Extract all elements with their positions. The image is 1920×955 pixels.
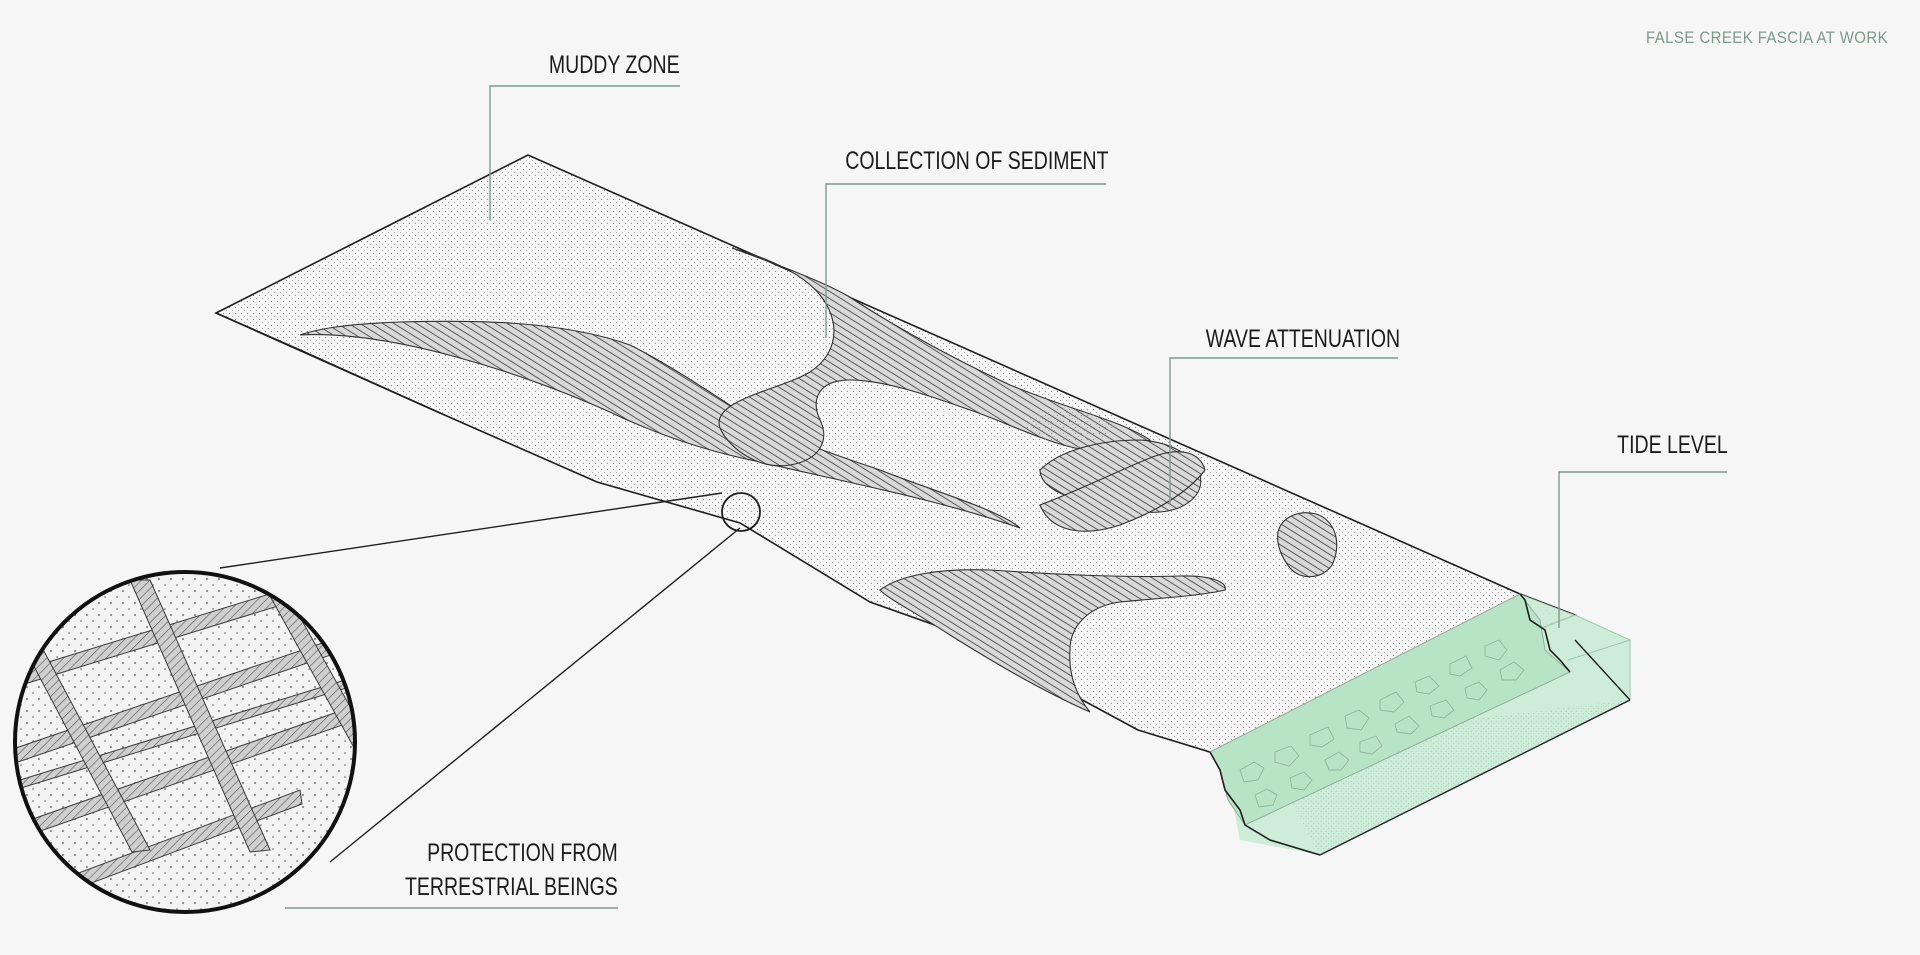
label-wave: WAVE ATTENUATION — [1206, 322, 1400, 356]
zoom-circle — [13, 570, 357, 914]
mud-platform — [214, 154, 1578, 753]
label-protection: PROTECTION FROM TERRESTRIAL BEINGS — [405, 836, 618, 904]
leader-tide — [1558, 471, 1727, 628]
detail-callout — [219, 492, 761, 863]
brand-title: FALSE CREEK FASCIA AT WORK — [1645, 28, 1888, 47]
rock-revetment — [1209, 593, 1571, 856]
label-sediment: COLLECTION OF SEDIMENT — [846, 144, 1109, 178]
leader-muddy-zone — [489, 85, 680, 220]
leader-lines — [285, 85, 1727, 909]
label-sediment-text: COLLECTION OF SEDIMENT — [845, 147, 1109, 175]
leader-sediment — [825, 183, 1106, 338]
sediment-ridges — [299, 247, 1338, 713]
leader-wave — [1169, 357, 1398, 504]
label-muddy-zone-text: MUDDY ZONE — [549, 51, 680, 79]
label-protection-line2: TERRESTRIAL BEINGS — [405, 873, 618, 901]
label-protection-line1: PROTECTION FROM — [427, 839, 618, 867]
label-tide: TIDE LEVEL — [1617, 428, 1728, 462]
label-muddy-zone: MUDDY ZONE — [549, 48, 680, 82]
mud-pockets — [938, 408, 1112, 443]
detail-marker-circle — [721, 492, 761, 532]
label-wave-text: WAVE ATTENUATION — [1205, 325, 1400, 353]
label-tide-text: TIDE LEVEL — [1617, 431, 1728, 459]
